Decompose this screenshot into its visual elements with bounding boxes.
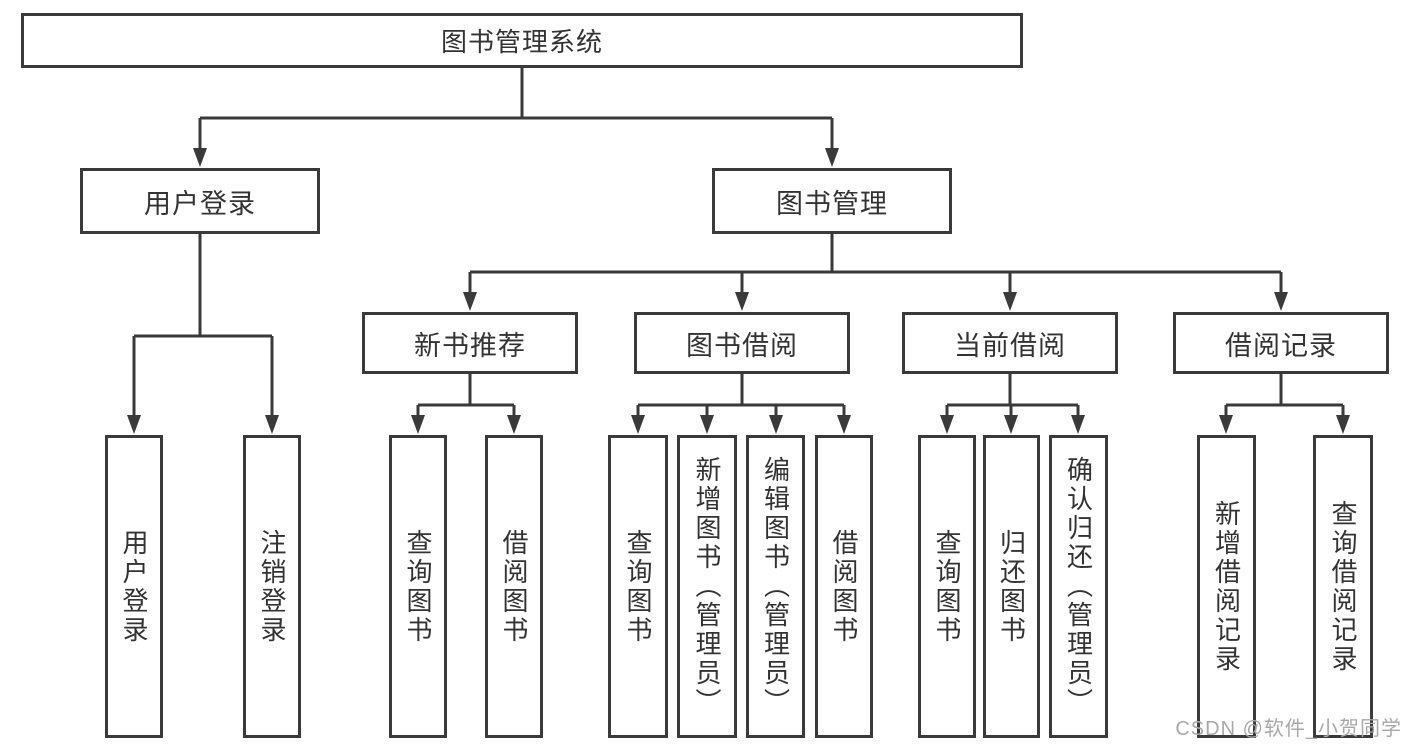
node-new-book-recommend-label: 新书推荐 [414,330,526,361]
leaf-return-book-label: 归还图书 [996,528,1027,645]
node-book-management-label: 图书管理 [776,188,888,219]
node-borrow-records-label: 借阅记录 [1225,330,1337,361]
leaf-edit-book-admin: 编辑图书（管理员） [746,435,805,738]
leaf-logout-label: 注销登录 [257,528,287,645]
node-borrow-records: 借阅记录 [1173,312,1389,374]
leaf-query-borrow-record-label: 查询借阅记录 [1328,499,1358,674]
leaf-add-book-admin: 新增图书（管理员） [677,435,737,738]
leaf-query-books-current-label: 查询图书 [932,528,962,645]
node-root-label: 图书管理系统 [440,27,603,57]
leaf-query-books-current: 查询图书 [918,435,976,738]
leaf-confirm-return-admin-label: 确认归还（管理员） [1063,456,1094,717]
leaf-borrow-books-recommend: 借阅图书 [485,435,543,738]
leaf-user-login: 用户登录 [105,435,163,738]
leaf-edit-book-admin-label: 编辑图书（管理员） [760,456,791,717]
node-book-borrow-label: 图书借阅 [686,330,798,361]
leaf-borrow-books-recommend-label: 借阅图书 [499,528,529,645]
leaf-borrow-books-2: 借阅图书 [815,435,873,738]
leaf-add-borrow-record-label: 新增借阅记录 [1211,499,1242,674]
watermark: CSDN @软件_小贺同学 [1175,718,1402,740]
node-book-borrow: 图书借阅 [634,312,850,374]
leaf-confirm-return-admin: 确认归还（管理员） [1049,435,1108,738]
leaf-query-books-recommend: 查询图书 [389,435,447,738]
node-user-login-label: 用户登录 [144,188,256,219]
leaf-add-borrow-record: 新增借阅记录 [1197,435,1256,738]
node-book-management: 图书管理 [712,168,952,234]
node-new-book-recommend: 新书推荐 [362,312,578,374]
node-current-borrow-label: 当前借阅 [954,330,1066,361]
leaf-return-book: 归还图书 [983,435,1040,738]
node-current-borrow: 当前借阅 [902,312,1118,374]
leaf-add-book-admin-label: 新增图书（管理员） [692,456,722,717]
leaf-query-books-borrow: 查询图书 [608,435,668,738]
leaf-borrow-books-2-label: 借阅图书 [829,528,859,645]
node-root: 图书管理系统 [21,13,1023,68]
leaf-query-borrow-record: 查询借阅记录 [1313,435,1373,738]
leaf-query-books-recommend-label: 查询图书 [403,528,433,645]
leaf-logout: 注销登录 [243,435,301,738]
leaf-query-books-borrow-label: 查询图书 [623,528,653,645]
leaf-user-login-label: 用户登录 [119,528,149,645]
node-user-login: 用户登录 [80,168,320,234]
